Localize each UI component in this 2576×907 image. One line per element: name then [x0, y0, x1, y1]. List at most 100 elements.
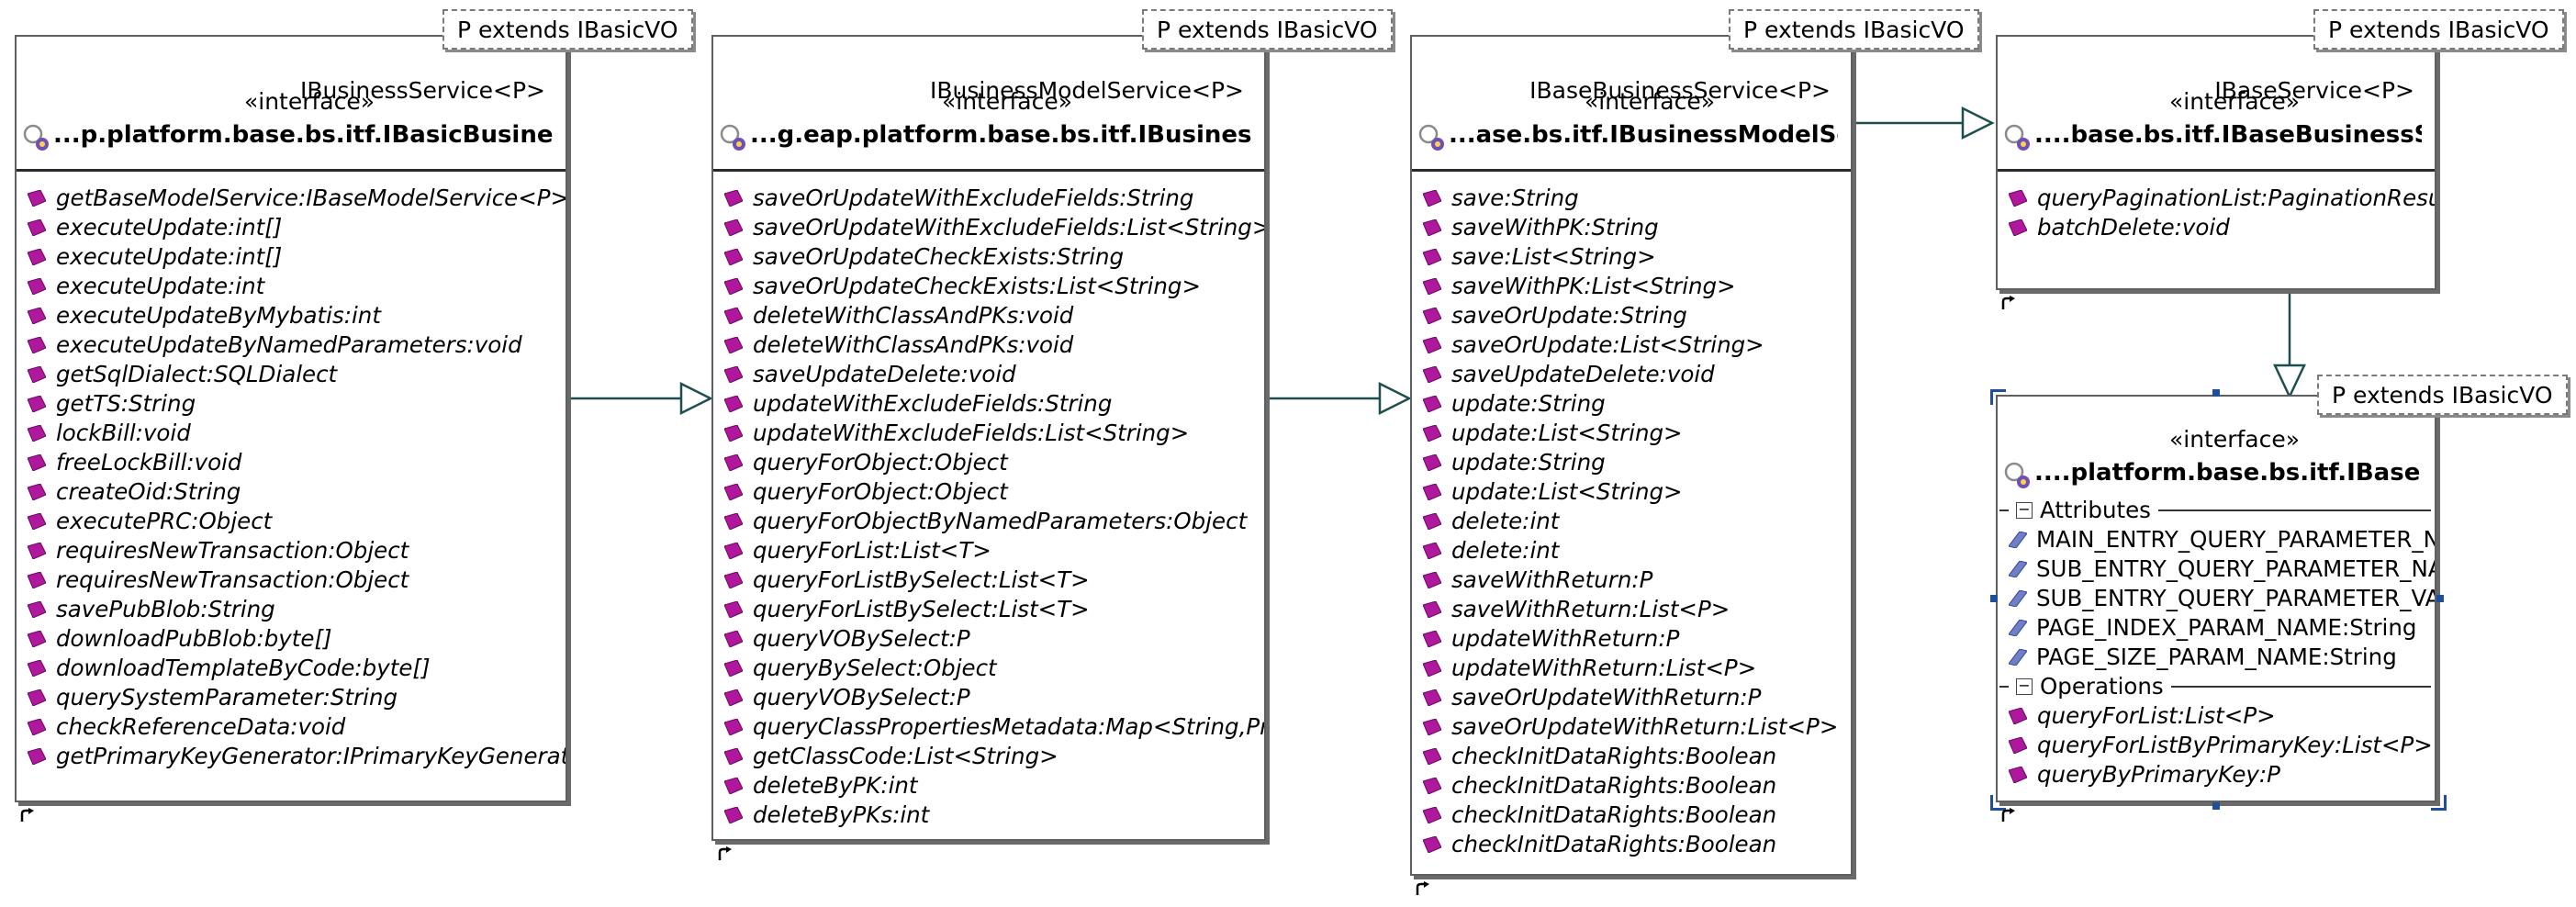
class-box-ibusinessservice[interactable]: IBusinessModelService<P> «interface» ...…	[711, 35, 1266, 841]
class-box-ibasicbusinessobject[interactable]: IBusinessService<P> «interface» ...p.pla…	[15, 35, 567, 802]
operation-item[interactable]: updateWithReturn:List<P>	[1412, 654, 1851, 683]
operation-item[interactable]: deleteWithClassAndPKs:void	[713, 330, 1264, 360]
operation-item[interactable]: queryByPrimaryKey:P	[1998, 760, 2435, 789]
operation-item[interactable]: requiresNewTransaction:Object	[17, 536, 566, 565]
operation-item[interactable]: saveWithPK:String	[1412, 213, 1851, 242]
operation-item[interactable]: queryForListBySelect:List<T>	[713, 565, 1264, 595]
selection-corner[interactable]	[2431, 795, 2447, 811]
operation-item[interactable]: checkReferenceData:void	[17, 712, 566, 742]
operation-item[interactable]: getBaseModelService:IBaseModelService<P>	[17, 184, 566, 213]
operation-item[interactable]: saveOrUpdate:List<String>	[1412, 330, 1851, 360]
operation-item[interactable]: saveOrUpdateWithExcludeFields:List<Strin…	[713, 213, 1264, 242]
public-method-icon	[28, 190, 46, 207]
operation-item[interactable]: saveOrUpdateWithReturn:P	[1412, 683, 1851, 712]
operation-item[interactable]: updateWithExcludeFields:String	[713, 389, 1264, 419]
operation-item[interactable]: queryForListBySelect:List<T>	[713, 595, 1264, 624]
attribute-item[interactable]: SUB_ENTRY_QUERY_PARAMETER_NA	[1998, 554, 2435, 584]
operation-item[interactable]: deleteByPKs:int	[713, 801, 1264, 830]
operation-item[interactable]: queryVOBySelect:P	[713, 683, 1264, 712]
operation-item[interactable]: checkInitDataRights:Boolean	[1412, 830, 1851, 859]
template-parameter-label: P extends IBasicVO	[442, 9, 693, 50]
operation-item[interactable]: queryForList:List<P>	[1998, 701, 2435, 731]
operation-item[interactable]: saveUpdateDelete:void	[1412, 360, 1851, 389]
operation-item[interactable]: queryForObjectByNamedParameters:Object	[713, 507, 1264, 536]
operation-item[interactable]: delete:int	[1412, 536, 1851, 565]
operation-item[interactable]: queryForObject:Object	[713, 448, 1264, 477]
operation-item[interactable]: checkInitDataRights:Boolean	[1412, 771, 1851, 801]
class-box-ibasebusinessservice[interactable]: IBaseService<P> «interface» ....base.bs.…	[1996, 35, 2436, 290]
operation-item[interactable]: queryVOBySelect:P	[713, 624, 1264, 654]
operation-item[interactable]: queryForObject:Object	[713, 477, 1264, 507]
operation-item[interactable]: delete:int	[1412, 507, 1851, 536]
operation-item[interactable]: executeUpdateByNamedParameters:void	[17, 330, 566, 360]
operation-label: queryForListBySelect:List<T>	[753, 596, 1090, 622]
operation-item[interactable]: saveWithReturn:List<P>	[1412, 595, 1851, 624]
operation-item[interactable]: queryBySelect:Object	[713, 654, 1264, 683]
selection-corner[interactable]	[1990, 795, 2006, 811]
operation-item[interactable]: deleteByPK:int	[713, 771, 1264, 801]
operation-item[interactable]: freeLockBill:void	[17, 448, 566, 477]
class-header: «interface» ....platform.base.bs.itf.IBa…	[1998, 397, 2435, 499]
operation-item[interactable]: executePRC:Object	[17, 507, 566, 536]
operation-item[interactable]: getPrimaryKeyGenerator:IPrimaryKeyGenera…	[17, 742, 566, 771]
operation-item[interactable]: lockBill:void	[17, 419, 566, 448]
operation-item[interactable]: update:String	[1412, 448, 1851, 477]
public-method-icon	[28, 484, 46, 500]
operation-item[interactable]: querySystemParameter:String	[17, 683, 566, 712]
operation-item[interactable]: downloadTemplateByCode:byte[]	[17, 654, 566, 683]
operation-item[interactable]: updateWithExcludeFields:List<String>	[713, 419, 1264, 448]
resize-handle[interactable]	[2212, 802, 2220, 810]
operation-item[interactable]: saveWithPK:List<String>	[1412, 272, 1851, 301]
operation-item[interactable]: queryForList:List<T>	[713, 536, 1264, 565]
operation-item[interactable]: save:String	[1412, 184, 1851, 213]
resize-handle[interactable]	[2436, 595, 2444, 602]
attributes-section-header[interactable]: − Attributes	[1998, 496, 2435, 525]
resize-handle[interactable]	[2212, 389, 2220, 397]
operation-item[interactable]: update:String	[1412, 389, 1851, 419]
operation-item[interactable]: save:List<String>	[1412, 242, 1851, 272]
selection-corner[interactable]	[1990, 389, 2006, 405]
operation-item[interactable]: saveOrUpdateWithExcludeFields:String	[713, 184, 1264, 213]
generalization-label: IBusinessModelService<P>	[929, 77, 1244, 104]
operation-item[interactable]: batchDelete:void	[1998, 213, 2435, 242]
operation-item[interactable]: executeUpdateByMybatis:int	[17, 301, 566, 330]
operation-item[interactable]: getSqlDialect:SQLDialect	[17, 360, 566, 389]
collapse-toggle-icon[interactable]: −	[2016, 678, 2033, 695]
resize-handle[interactable]	[1990, 595, 1998, 602]
operation-item[interactable]: executeUpdate:int[]	[17, 242, 566, 272]
operation-item[interactable]: executeUpdate:int	[17, 272, 566, 301]
operation-item[interactable]: saveOrUpdateCheckExists:List<String>	[713, 272, 1264, 301]
operation-item[interactable]: downloadPubBlob:byte[]	[17, 624, 566, 654]
attribute-item[interactable]: MAIN_ENTRY_QUERY_PARAMETER_N	[1998, 525, 2435, 554]
operation-item[interactable]: checkInitDataRights:Boolean	[1412, 742, 1851, 771]
operation-item[interactable]: saveOrUpdateWithReturn:List<P>	[1412, 712, 1851, 742]
operation-item[interactable]: checkInitDataRights:Boolean	[1412, 801, 1851, 830]
operation-item[interactable]: saveUpdateDelete:void	[713, 360, 1264, 389]
operation-item[interactable]: saveOrUpdateCheckExists:String	[713, 242, 1264, 272]
operation-item[interactable]: getClassCode:List<String>	[713, 742, 1264, 771]
operation-item[interactable]: savePubBlob:String	[17, 595, 566, 624]
class-box-ibusinessmodelservice[interactable]: IBaseBusinessService<P> «interface» ...a…	[1410, 35, 1853, 876]
operation-item[interactable]: getTS:String	[17, 389, 566, 419]
operation-label: executeUpdate:int[]	[56, 214, 283, 241]
operation-item[interactable]: queryClassPropertiesMetadata:Map<String,…	[713, 712, 1264, 742]
operation-item[interactable]: saveWithReturn:P	[1412, 565, 1851, 595]
operation-label: getClassCode:List<String>	[753, 743, 1058, 769]
operation-item[interactable]: deleteWithClassAndPKs:void	[713, 301, 1264, 330]
operation-item[interactable]: queryForListByPrimaryKey:List<P>	[1998, 731, 2435, 760]
public-method-icon	[1423, 778, 1441, 794]
class-box-ibaseservice[interactable]: «interface» ....platform.base.bs.itf.IBa…	[1996, 395, 2436, 802]
attribute-item[interactable]: SUB_ENTRY_QUERY_PARAMETER_VAl	[1998, 584, 2435, 613]
operation-item[interactable]: requiresNewTransaction:Object	[17, 565, 566, 595]
operation-item[interactable]: executeUpdate:int[]	[17, 213, 566, 242]
operations-section-header[interactable]: − Operations	[1998, 672, 2435, 701]
collapse-toggle-icon[interactable]: −	[2016, 502, 2033, 519]
operation-item[interactable]: update:List<String>	[1412, 477, 1851, 507]
attribute-item[interactable]: PAGE_SIZE_PARAM_NAME:String	[1998, 643, 2435, 672]
operation-item[interactable]: saveOrUpdate:String	[1412, 301, 1851, 330]
operation-item[interactable]: updateWithReturn:P	[1412, 624, 1851, 654]
operation-item[interactable]: update:List<String>	[1412, 419, 1851, 448]
operation-item[interactable]: queryPaginationList:PaginationResult	[1998, 184, 2435, 213]
attribute-item[interactable]: PAGE_INDEX_PARAM_NAME:String	[1998, 613, 2435, 643]
operation-item[interactable]: createOid:String	[17, 477, 566, 507]
